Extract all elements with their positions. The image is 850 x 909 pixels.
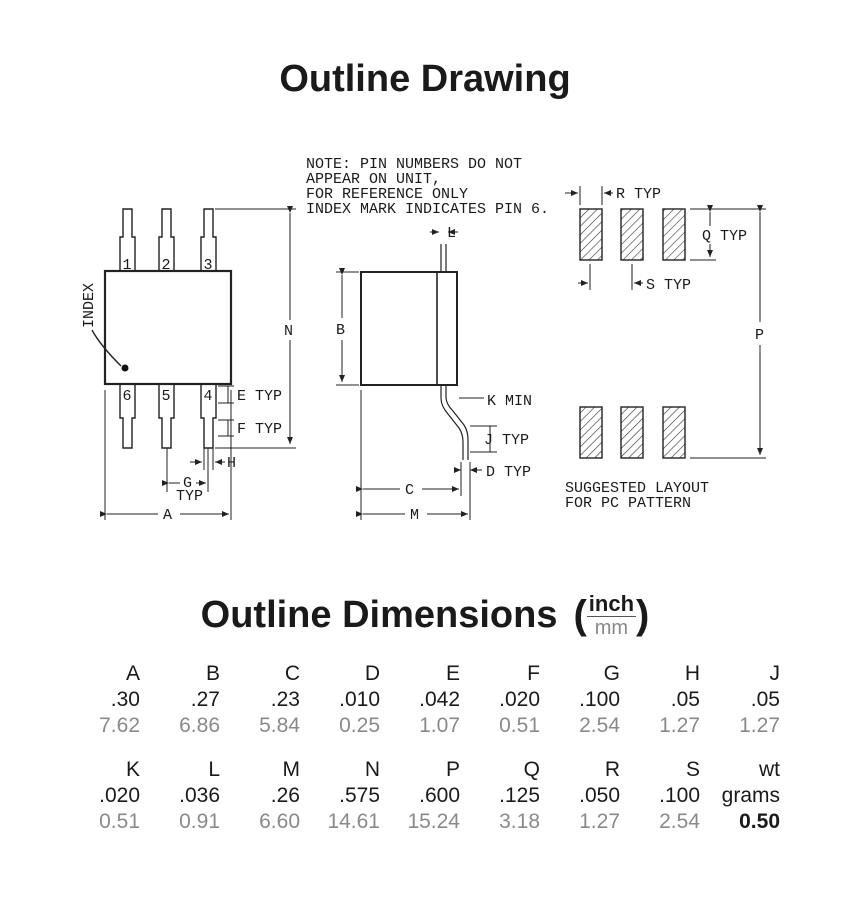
- callout-s-typ: S TYP: [646, 277, 691, 294]
- layout-caption-line-1: SUGGESTED LAYOUT: [565, 480, 709, 497]
- dim-inch-value: grams: [721, 784, 780, 807]
- callout-n: N: [284, 323, 293, 340]
- dim-header: R: [604, 758, 620, 781]
- dimensions-table-row-2: K L M N P Q R S wt .020 .036 .26 .575 .6…: [60, 757, 780, 835]
- dim-mm-value: 5.84: [259, 714, 300, 737]
- callout-d-typ: D TYP: [486, 464, 531, 481]
- dim-mm-value: 6.60: [259, 810, 300, 833]
- dim-inch-value: .020: [99, 784, 140, 807]
- dim-header: P: [445, 758, 460, 781]
- callout-e-typ: E TYP: [237, 388, 282, 405]
- dim-header: F: [527, 662, 540, 685]
- dim-mm-value: 1.07: [419, 714, 460, 737]
- dim-inch-value: .042: [419, 688, 460, 711]
- note-line-3: FOR REFERENCE ONLY: [306, 186, 468, 203]
- dim-mm-value: 15.24: [407, 810, 460, 833]
- dim-mm-value: 0.51: [499, 714, 540, 737]
- callout-m: M: [410, 507, 419, 524]
- dim-header: E: [445, 662, 460, 685]
- callout-k-min: K MIN: [487, 393, 532, 410]
- callout-g-typ: TYP: [176, 488, 203, 505]
- dim-inch-value: .036: [179, 784, 220, 807]
- callout-r-typ: R TYP: [616, 186, 661, 203]
- index-mark: [121, 364, 129, 372]
- dim-inch-value: .575: [339, 784, 380, 807]
- outline-drawing-title: Outline Drawing: [279, 58, 571, 100]
- pin-label-4: 4: [203, 388, 212, 405]
- dim-inch-value: .27: [190, 688, 220, 711]
- callout-b: B: [336, 322, 345, 339]
- dim-inch-value: .050: [579, 784, 620, 807]
- dim-header: B: [205, 662, 220, 685]
- pin-label-3: 3: [203, 257, 212, 274]
- dim-mm-value: 6.86: [179, 714, 220, 737]
- weight-value: 0.50: [739, 810, 780, 833]
- pin-label-5: 5: [161, 388, 170, 405]
- dim-inch-value: .100: [579, 688, 620, 711]
- dim-inch-value: .23: [270, 688, 300, 711]
- dim-header: Q: [523, 758, 540, 781]
- callout-c: C: [405, 482, 414, 499]
- dim-header: C: [284, 662, 300, 685]
- callout-j-typ: J TYP: [484, 432, 529, 449]
- callout-p: P: [755, 327, 764, 344]
- package-body-side-view: [360, 271, 458, 386]
- dim-header: L: [208, 758, 220, 781]
- unit-mm: mm: [594, 617, 629, 639]
- dim-inch-value: .010: [339, 688, 380, 711]
- callout-g: G: [183, 475, 192, 492]
- outline-dimensions-title: Outline Dimensions: [200, 594, 558, 636]
- pin-label-6: 6: [122, 388, 131, 405]
- dim-mm-value: 2.54: [659, 810, 700, 833]
- dim-mm-value: 0.25: [339, 714, 380, 737]
- dim-inch-value: .26: [270, 784, 300, 807]
- dim-inch-value: .020: [499, 688, 540, 711]
- dim-header: wt: [759, 758, 780, 781]
- dim-header: S: [685, 758, 700, 781]
- dim-header: D: [364, 662, 380, 685]
- dim-inch-value: .125: [499, 784, 540, 807]
- callout-h: H: [227, 455, 236, 472]
- dim-header: M: [282, 758, 301, 781]
- outline-drawing: 1 2 3 6 5 4 INDEX NOTE: PIN NUMBERS DO N…: [81, 156, 766, 524]
- dim-mm-value: 1.27: [579, 810, 620, 833]
- dim-inch-value: .600: [419, 784, 460, 807]
- top-pins: [119, 208, 217, 272]
- index-label: INDEX: [81, 283, 98, 328]
- dim-mm-value: 0.91: [179, 810, 220, 833]
- dim-header: H: [684, 662, 700, 685]
- dim-inch-value: .05: [670, 688, 700, 711]
- unit-inch: inch: [586, 591, 637, 617]
- dim-header: A: [125, 662, 140, 685]
- dim-mm-value: 2.54: [579, 714, 620, 737]
- dim-mm-value: 3.18: [499, 810, 540, 833]
- dim-mm-value: 1.27: [739, 714, 780, 737]
- dim-inch-value: .100: [659, 784, 700, 807]
- pc-pad-pattern: [579, 208, 686, 459]
- dim-inch-value: .30: [110, 688, 140, 711]
- dim-mm-value: 1.27: [659, 714, 700, 737]
- dim-mm-value: 14.61: [327, 810, 380, 833]
- callout-f-typ: F TYP: [237, 421, 282, 438]
- callout-l: L: [447, 225, 456, 242]
- dim-header: J: [769, 662, 781, 685]
- dim-mm-value: 0.51: [99, 810, 140, 833]
- callout-q-typ: Q TYP: [702, 228, 747, 245]
- dim-header: N: [364, 758, 380, 781]
- dim-header: G: [603, 662, 620, 685]
- dim-header: K: [125, 758, 140, 781]
- dim-inch-value: .05: [750, 688, 780, 711]
- note-line-4: INDEX MARK INDICATES PIN 6.: [306, 201, 549, 218]
- note-line-1: NOTE: PIN NUMBERS DO NOT: [306, 156, 522, 173]
- pin-label-2: 2: [161, 257, 170, 274]
- pin-label-1: 1: [122, 257, 131, 274]
- layout-caption-line-2: FOR PC PATTERN: [565, 495, 691, 512]
- note-line-2: APPEAR ON UNIT,: [306, 171, 441, 188]
- callout-a: A: [163, 507, 172, 524]
- dimensions-table-row-1: A B C D E F G H J .30 .27 .23 .010 .042 …: [60, 661, 780, 739]
- dim-mm-value: 7.62: [99, 714, 140, 737]
